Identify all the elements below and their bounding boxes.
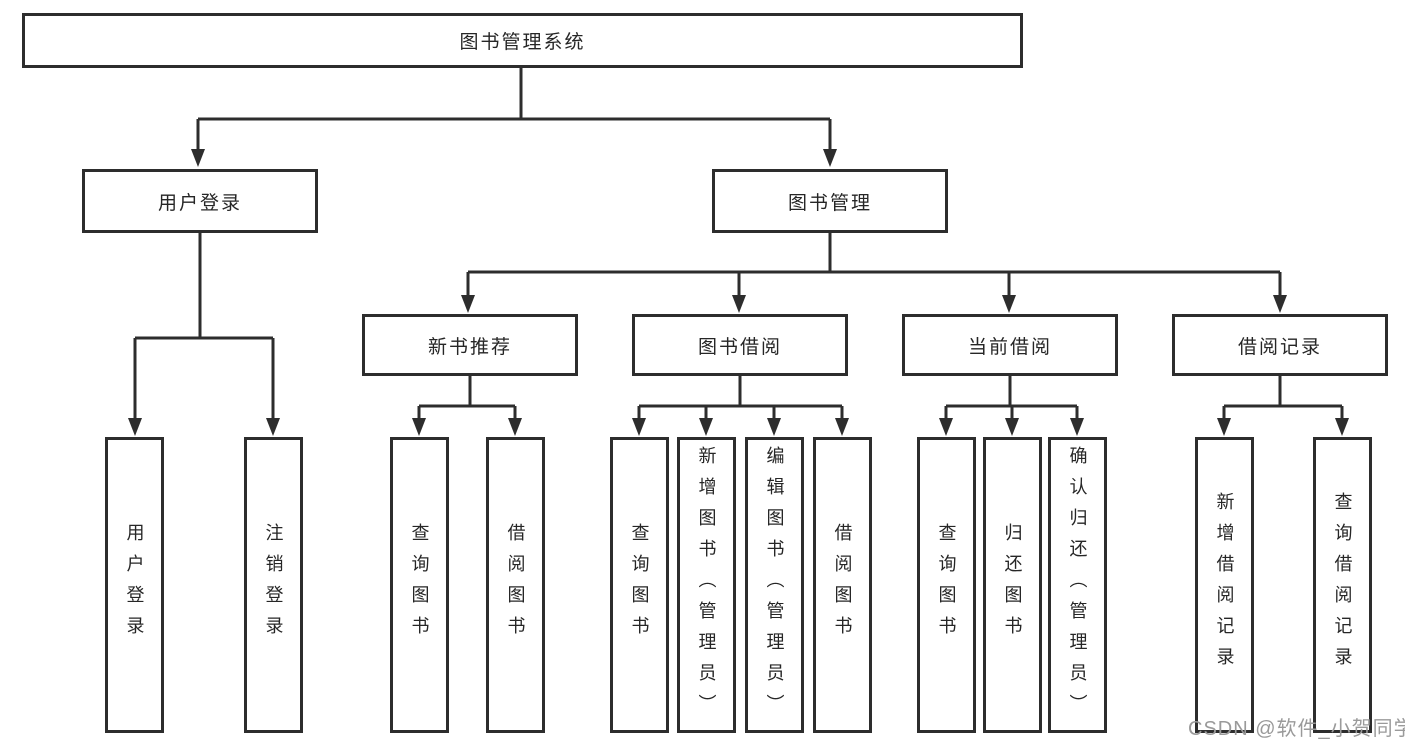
arrow-icon bbox=[1273, 295, 1287, 313]
node-leaf-user-login: 用户登录 bbox=[105, 437, 164, 733]
node-leaf-confirm-return-admin: 确认归还（管理员） bbox=[1048, 437, 1107, 733]
arrow-icon bbox=[699, 418, 713, 436]
arrow-icon bbox=[767, 418, 781, 436]
edge-borrowrecords-to-leaves bbox=[1222, 375, 1344, 422]
node-book-borrowing: 图书借阅 bbox=[632, 314, 848, 376]
node-leaf-query-books-recommend: 查询图书 bbox=[390, 437, 449, 733]
node-book-management-system: 图书管理系统 bbox=[22, 13, 1023, 68]
edge-userlogin-to-leaves bbox=[133, 233, 275, 422]
node-leaf-add-borrow-record: 新增借阅记录 bbox=[1195, 437, 1254, 733]
arrow-icon bbox=[632, 418, 646, 436]
arrow-icon bbox=[508, 418, 522, 436]
node-leaf-logout: 注销登录 bbox=[244, 437, 303, 733]
node-leaf-edit-books-admin: 编辑图书（管理员） bbox=[745, 437, 804, 733]
arrowheads bbox=[128, 149, 1349, 436]
node-current-borrowing: 当前借阅 bbox=[902, 314, 1118, 376]
node-leaf-borrow-books-recommend: 借阅图书 bbox=[486, 437, 545, 733]
csdn-watermark: CSDN @软件_小贺同学 bbox=[1188, 718, 1405, 740]
node-new-book-recommend: 新书推荐 bbox=[362, 314, 578, 376]
node-user-login: 用户登录 bbox=[82, 169, 318, 233]
node-leaf-borrow-books: 借阅图书 bbox=[813, 437, 872, 733]
edge-bookmgmt-to-level3 bbox=[466, 233, 1282, 298]
arrow-icon bbox=[461, 295, 475, 313]
node-leaf-query-books-borrowing: 查询图书 bbox=[610, 437, 669, 733]
arrow-icon bbox=[732, 295, 746, 313]
node-leaf-add-books-admin: 新增图书（管理员） bbox=[677, 437, 736, 733]
arrow-icon bbox=[823, 149, 837, 167]
arrow-icon bbox=[1002, 295, 1016, 313]
arrow-icon bbox=[266, 418, 280, 436]
arrow-icon bbox=[191, 149, 205, 167]
arrow-icon bbox=[1005, 418, 1019, 436]
arrow-icon bbox=[128, 418, 142, 436]
node-leaf-query-borrow-record: 查询借阅记录 bbox=[1313, 437, 1372, 733]
arrow-icon bbox=[1335, 418, 1349, 436]
node-book-management: 图书管理 bbox=[712, 169, 948, 233]
edge-bookborrow-to-leaves bbox=[637, 375, 844, 422]
tree-edges bbox=[133, 68, 1344, 422]
arrow-icon bbox=[1217, 418, 1231, 436]
node-leaf-query-books-current: 查询图书 bbox=[917, 437, 976, 733]
arrow-icon bbox=[939, 418, 953, 436]
node-leaf-return-books: 归还图书 bbox=[983, 437, 1042, 733]
arrow-icon bbox=[835, 418, 849, 436]
arrow-icon bbox=[1070, 418, 1084, 436]
arrow-icon bbox=[412, 418, 426, 436]
edge-newbookrec-to-leaves bbox=[417, 375, 517, 422]
edge-root-to-level2 bbox=[196, 68, 832, 152]
node-borrowing-records: 借阅记录 bbox=[1172, 314, 1388, 376]
edge-currentborrow-to-leaves bbox=[944, 375, 1079, 422]
